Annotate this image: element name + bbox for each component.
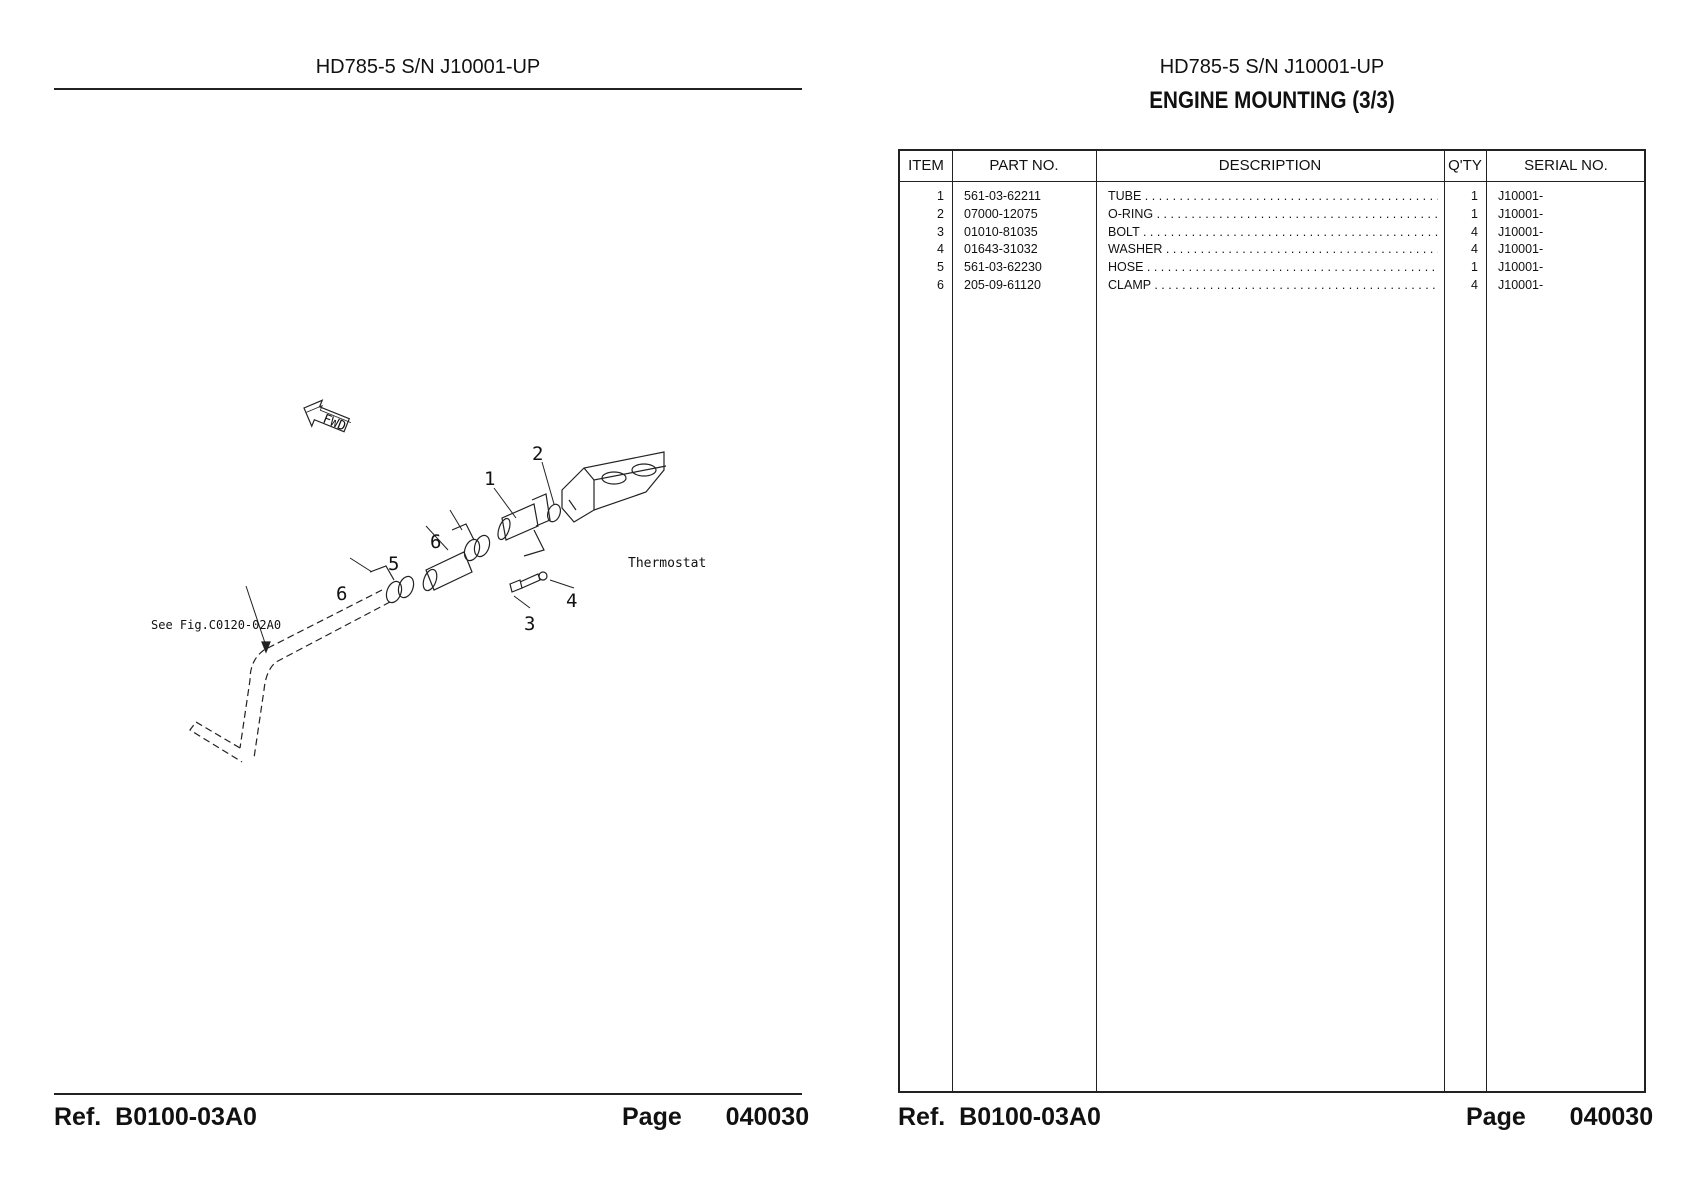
callout-4: 4: [566, 590, 577, 612]
row-part-no: 205-09-61120: [964, 278, 1041, 292]
tube: [497, 493, 551, 557]
row-item: 1: [937, 189, 944, 203]
row-serial: J10001-: [1498, 224, 1544, 239]
row-part-no: 561-03-62230: [964, 260, 1042, 275]
page-label: Page: [622, 1103, 682, 1131]
washer: [538, 571, 548, 581]
row-qty: 1: [1471, 206, 1478, 221]
parts-table: ITEM PART NO. DESCRIPTION Q'TY SERIAL NO…: [898, 149, 1646, 1093]
left-footer-ref: Ref. B0100-03A0: [54, 1103, 257, 1132]
row-item: 6: [937, 278, 944, 292]
col-header-item: ITEM: [908, 157, 944, 174]
callout-6-lower: 6: [336, 583, 347, 605]
row-item: 5: [937, 260, 944, 275]
col-divider: [1444, 151, 1445, 1091]
clamp-lower: [369, 565, 415, 604]
ref-value: B0100-03A0: [115, 1103, 257, 1131]
fwd-arrow-icon: [303, 399, 352, 433]
col-divider: [1096, 151, 1097, 1091]
left-page-header: HD785-5 S/N J10001-UP: [315, 56, 541, 78]
callout-6-upper: 6: [430, 531, 441, 553]
page-value: 040030: [1569, 1103, 1654, 1131]
row-qty: 4: [1471, 224, 1478, 239]
row-part-no: 01643-31032: [964, 242, 1038, 257]
row-item: 4: [937, 242, 944, 257]
row-description: TUBE . . . . . . . . . . . . . . . . . .…: [1108, 189, 1438, 203]
hose: [422, 551, 473, 592]
row-item: 2: [937, 206, 944, 221]
thermostat-label: Thermostat: [628, 556, 706, 571]
col-divider: [1486, 151, 1487, 1091]
ref-label: Ref.: [898, 1103, 946, 1131]
ref-value: B0100-03A0: [959, 1103, 1101, 1131]
page-value: 040030: [725, 1103, 810, 1131]
row-serial: J10001-: [1498, 189, 1544, 203]
row-description: BOLT . . . . . . . . . . . . . . . . . .…: [1108, 224, 1438, 239]
header-divider: [900, 181, 1644, 182]
row-description: CLAMP . . . . . . . . . . . . . . . . . …: [1108, 278, 1438, 292]
row-part-no: 561-03-62211: [964, 189, 1041, 203]
clamp-upper: [451, 523, 491, 562]
col-divider: [952, 151, 953, 1091]
row-serial: J10001-: [1498, 260, 1544, 275]
right-footer-ref: Ref. B0100-03A0: [898, 1103, 1101, 1132]
left-footer-rule: [54, 1093, 802, 1095]
row-description: HOSE . . . . . . . . . . . . . . . . . .…: [1108, 260, 1438, 275]
left-header-rule: [54, 88, 802, 90]
row-serial: J10001-: [1498, 206, 1544, 221]
row-qty: 1: [1471, 260, 1478, 275]
right-footer-page: Page 040030: [1466, 1103, 1653, 1132]
col-header-serial: SERIAL NO.: [1524, 157, 1608, 174]
callout-1: 1: [484, 468, 495, 490]
bolt: [509, 573, 541, 593]
see-fig-label: See Fig.C0120-02A0: [151, 618, 281, 632]
callout-2: 2: [532, 443, 543, 465]
row-serial: J10001-: [1498, 278, 1544, 292]
row-qty: 4: [1471, 242, 1478, 257]
thermostat-housing: [561, 451, 667, 523]
right-page-header: HD785-5 S/N J10001-UP: [1159, 56, 1385, 78]
col-header-qty: Q'TY: [1448, 157, 1482, 174]
row-serial: J10001-: [1498, 242, 1544, 257]
row-part-no: 07000-12075: [964, 206, 1038, 221]
col-header-part-no: PART NO.: [989, 157, 1059, 174]
page-label: Page: [1466, 1103, 1526, 1131]
row-item: 3: [937, 224, 944, 239]
row-part-no: 01010-81035: [964, 224, 1038, 239]
callout-3: 3: [524, 613, 535, 635]
lower-pipe: [189, 589, 391, 763]
row-qty: 1: [1471, 189, 1478, 203]
ref-label: Ref.: [54, 1103, 102, 1131]
col-header-description: DESCRIPTION: [1218, 157, 1322, 174]
row-qty: 4: [1471, 278, 1478, 292]
page-title: ENGINE MOUNTING (3/3): [1149, 87, 1395, 114]
callout-5: 5: [388, 553, 399, 575]
parts-diagram: 1 2 3 4 5 6 6 FWD Thermostat See Fig.C01…: [151, 399, 706, 763]
row-description: O-RING . . . . . . . . . . . . . . . . .…: [1108, 206, 1438, 221]
left-footer-page: Page 040030: [622, 1103, 809, 1132]
row-description: WASHER . . . . . . . . . . . . . . . . .…: [1108, 242, 1438, 257]
